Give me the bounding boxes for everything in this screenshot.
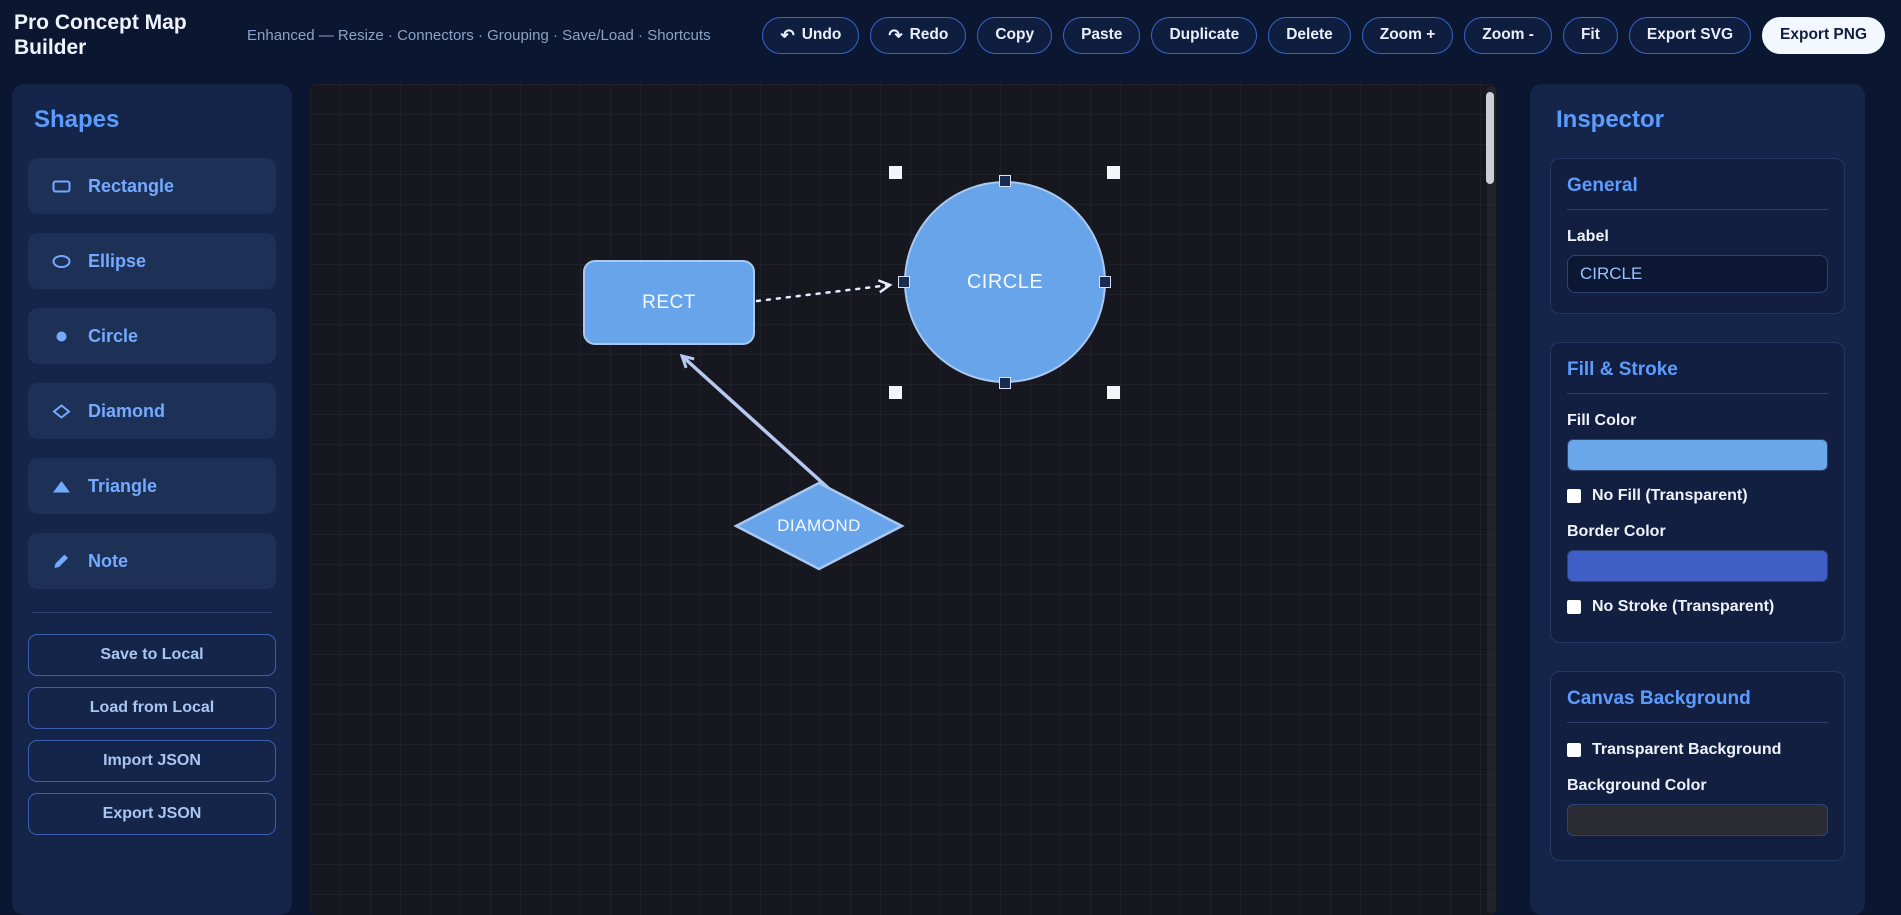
section-title: General (1567, 175, 1828, 210)
no-stroke-label: No Stroke (Transparent) (1592, 598, 1775, 615)
sidebar-divider (32, 612, 272, 613)
inspector-title: Inspector (1556, 106, 1665, 133)
triangle-icon (51, 479, 71, 494)
label-input[interactable] (1567, 255, 1828, 293)
sidebar-item-triangle[interactable]: Triangle (28, 458, 276, 514)
resize-handle-w[interactable] (898, 276, 910, 288)
no-stroke-checkbox[interactable] (1567, 600, 1581, 614)
border-color-swatch[interactable] (1567, 550, 1828, 582)
fit-button[interactable]: Fit (1562, 16, 1618, 54)
save-to-local-button[interactable]: Save to Local (28, 634, 276, 676)
node-label: RECT (642, 291, 696, 313)
background-color-label: Background Color (1567, 777, 1707, 794)
export-svg-button[interactable]: Export SVG (1628, 16, 1752, 54)
toolbar: ↶ Undo ↷ Redo Copy Paste Duplicate Delet… (762, 16, 1885, 54)
resize-handle-ne[interactable] (1107, 166, 1120, 179)
redo-icon: ↷ (888, 25, 903, 45)
no-fill-row: No Fill (Transparent) (1567, 487, 1828, 505)
undo-icon: ↶ (780, 25, 795, 45)
node-diamond[interactable]: DIAMOND (733, 481, 905, 571)
sidebar-item-label: Circle (88, 325, 139, 346)
redo-button[interactable]: ↷ Redo (870, 16, 967, 54)
app-subtitle: Enhanced — Resize · Connectors · Groupin… (247, 26, 711, 44)
node-label: DIAMOND (777, 516, 861, 535)
copy-button[interactable]: Copy (977, 16, 1053, 54)
edge-rect-circle[interactable] (755, 279, 893, 303)
sidebar-item-diamond[interactable]: Diamond (28, 383, 276, 439)
load-from-local-button[interactable]: Load from Local (28, 687, 276, 729)
label-field-label: Label (1567, 228, 1609, 245)
border-color-label: Border Color (1567, 523, 1666, 540)
resize-handle-e[interactable] (1099, 276, 1111, 288)
no-fill-label: No Fill (Transparent) (1592, 487, 1748, 504)
shapes-panel: Shapes Rectangle Ellipse Circle (12, 84, 292, 915)
export-json-button[interactable]: Export JSON (28, 793, 276, 835)
transparent-background-row: Transparent Background (1567, 741, 1828, 759)
fill-color-swatch[interactable] (1567, 439, 1828, 471)
sidebar-item-note[interactable]: Note (28, 533, 276, 589)
topbar: Pro Concept Map Builder Enhanced — Resiz… (0, 0, 1901, 70)
edge-diamond-rect[interactable] (679, 353, 839, 498)
diamond-icon (51, 403, 71, 419)
sidebar-item-label: Note (88, 550, 128, 571)
sidebar-item-label: Triangle (88, 475, 158, 496)
import-json-button[interactable]: Import JSON (28, 740, 276, 782)
node-label: CIRCLE (966, 270, 1044, 293)
content-row: Shapes Rectangle Ellipse Circle (0, 70, 1901, 915)
duplicate-button[interactable]: Duplicate (1151, 16, 1258, 54)
section-title: Canvas Background (1567, 688, 1828, 723)
ellipse-icon (51, 254, 71, 269)
sidebar-item-rectangle[interactable]: Rectangle (28, 158, 276, 214)
transparent-background-checkbox[interactable] (1567, 743, 1581, 757)
node-circle[interactable]: CIRCLE (904, 181, 1106, 383)
export-png-button[interactable]: Export PNG (1762, 16, 1885, 54)
sidebar-item-label: Ellipse (88, 250, 147, 271)
resize-handle-se[interactable] (1107, 386, 1120, 399)
resize-handle-s[interactable] (999, 377, 1011, 389)
shapes-panel-title: Shapes (34, 106, 120, 133)
section-title: Fill & Stroke (1567, 359, 1828, 394)
diamond-shape (733, 481, 905, 571)
sidebar-item-circle[interactable]: Circle (28, 308, 276, 364)
resize-handle-nw[interactable] (889, 166, 902, 179)
inspector-section-fill-stroke: Fill & Stroke Fill Color No Fill (Transp… (1550, 342, 1845, 643)
resize-handle-n[interactable] (999, 175, 1011, 187)
zoom-in-button[interactable]: Zoom + (1361, 16, 1454, 54)
transparent-background-label: Transparent Background (1592, 741, 1782, 758)
edges-layer (679, 279, 893, 498)
no-stroke-row: No Stroke (Transparent) (1567, 598, 1828, 616)
rectangle-icon (51, 179, 71, 194)
inspector-section-canvas-background: Canvas Background Transparent Background… (1550, 671, 1845, 861)
background-color-swatch[interactable] (1567, 804, 1828, 836)
sidebar-item-ellipse[interactable]: Ellipse (28, 233, 276, 289)
resize-handle-sw[interactable] (889, 386, 902, 399)
undo-button[interactable]: ↶ Undo (762, 16, 860, 54)
fill-color-label: Fill Color (1567, 412, 1637, 429)
no-fill-checkbox[interactable] (1567, 489, 1581, 503)
sidebar-item-label: Diamond (88, 400, 166, 421)
canvas[interactable]: RECT CIRCLE DIAMOND (310, 84, 1497, 915)
scrollbar-thumb[interactable] (1486, 92, 1494, 184)
pencil-icon (51, 553, 71, 569)
app-title: Pro Concept Map Builder (14, 10, 187, 59)
undo-label: Undo (801, 26, 842, 43)
redo-label: Redo (909, 26, 949, 43)
canvas-vertical-scrollbar[interactable] (1486, 86, 1496, 913)
inspector-section-general: General Label (1550, 158, 1845, 314)
circle-icon (51, 329, 71, 344)
inspector-panel: Inspector General Label Fill & Stroke Fi… (1530, 84, 1865, 915)
paste-button[interactable]: Paste (1063, 16, 1141, 54)
delete-button[interactable]: Delete (1268, 16, 1351, 54)
node-rect[interactable]: RECT (583, 260, 755, 345)
zoom-out-button[interactable]: Zoom - (1464, 16, 1552, 54)
sidebar-item-label: Rectangle (88, 175, 175, 196)
